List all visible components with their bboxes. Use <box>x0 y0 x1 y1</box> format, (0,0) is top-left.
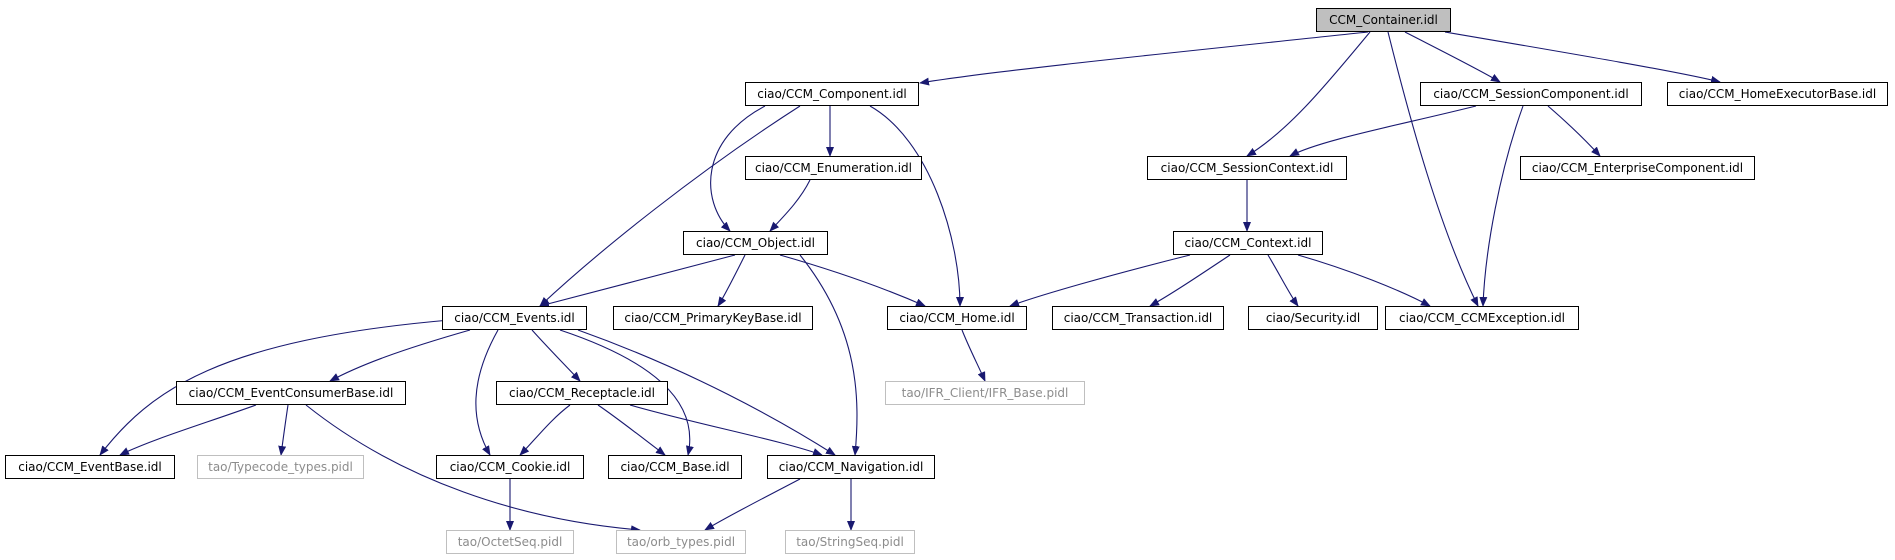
edge-home-ifr-base <box>961 329 986 382</box>
node-security[interactable]: ciao/Security.idl <box>1248 306 1378 330</box>
node-cookie[interactable]: ciao/CCM_Cookie.idl <box>436 455 584 479</box>
node-home-executor-base[interactable]: ciao/CCM_HomeExecutorBase.idl <box>1667 82 1888 106</box>
edge-object-events <box>539 254 736 308</box>
edge-container-component <box>919 31 1369 86</box>
node-enterprise-component[interactable]: ciao/CCM_EnterpriseComponent.idl <box>1520 156 1755 180</box>
edge-container-session-context <box>1246 31 1371 157</box>
node-session-context[interactable]: ciao/CCM_SessionContext.idl <box>1147 156 1347 180</box>
edge-session-component-ccm-exception <box>1479 105 1524 307</box>
node-object[interactable]: ciao/CCM_Object.idl <box>683 231 828 255</box>
edge-enumeration-object <box>769 179 811 232</box>
node-transaction[interactable]: ciao/CCM_Transaction.idl <box>1052 306 1224 330</box>
edge-navigation-orb-types <box>704 478 801 531</box>
node-ccm-exception[interactable]: ciao/CCM_CCMException.idl <box>1385 306 1579 330</box>
edge-consumer-event-base <box>119 404 257 456</box>
edge-component-home <box>869 105 964 307</box>
edge-events-cookie <box>475 329 499 456</box>
node-event-consumer-base[interactable]: ciao/CCM_EventConsumerBase.idl <box>176 381 406 405</box>
edge-object-home <box>779 254 926 307</box>
node-octet-seq[interactable]: tao/OctetSeq.pidl <box>446 530 574 554</box>
edge-session-component-enterprise <box>1547 105 1601 157</box>
node-home[interactable]: ciao/CCM_Home.idl <box>887 306 1027 330</box>
edge-context-transaction <box>1149 254 1231 307</box>
node-base[interactable]: ciao/CCM_Base.idl <box>608 455 742 479</box>
edge-container-home-executor-base <box>1444 31 1721 84</box>
node-receptacle[interactable]: ciao/CCM_Receptacle.idl <box>496 381 668 405</box>
edge-receptacle-navigation <box>629 404 823 456</box>
edge-context-ccm-exception <box>1297 254 1431 307</box>
node-ccm-component[interactable]: ciao/CCM_Component.idl <box>745 82 919 106</box>
edge-component-object <box>710 105 766 232</box>
edge-context-security <box>1267 254 1299 307</box>
edge-receptacle-base <box>597 404 666 456</box>
edge-object-primary-key <box>717 254 746 307</box>
edge-consumer-typecode <box>278 404 289 456</box>
edge-events-receptacle <box>531 329 581 382</box>
edge-events-consumer-base <box>329 329 471 382</box>
node-events[interactable]: ciao/CCM_Events.idl <box>442 306 587 330</box>
node-typecode-types[interactable]: tao/Typecode_types.pidl <box>197 455 364 479</box>
node-session-component[interactable]: ciao/CCM_SessionComponent.idl <box>1420 82 1642 106</box>
node-ifr-client-base[interactable]: tao/IFR_Client/IFR_Base.pidl <box>885 381 1085 405</box>
node-primary-key-base[interactable]: ciao/CCM_PrimaryKeyBase.idl <box>613 306 813 330</box>
node-event-base[interactable]: ciao/CCM_EventBase.idl <box>5 455 175 479</box>
edge-session-component-session-context <box>1289 105 1477 157</box>
node-navigation[interactable]: ciao/CCM_Navigation.idl <box>767 455 935 479</box>
edge-component-events <box>539 105 801 307</box>
edge-events-event-base <box>99 319 451 456</box>
edge-receptacle-cookie <box>519 404 571 456</box>
edge-events-navigation <box>577 329 836 456</box>
node-context[interactable]: ciao/CCM_Context.idl <box>1173 231 1323 255</box>
edge-context-home <box>1009 254 1191 307</box>
node-string-seq[interactable]: tao/StringSeq.pidl <box>785 530 915 554</box>
node-orb-types[interactable]: tao/orb_types.pidl <box>616 530 746 554</box>
edge-container-session-component <box>1404 31 1501 83</box>
edge-consumer-orb-types <box>305 404 641 534</box>
edge-container-ccm-exception <box>1387 31 1479 307</box>
node-ccm-container[interactable]: CCM_Container.idl <box>1316 8 1451 32</box>
node-enumeration[interactable]: ciao/CCM_Enumeration.idl <box>745 156 922 180</box>
edge-object-navigation <box>799 254 860 456</box>
